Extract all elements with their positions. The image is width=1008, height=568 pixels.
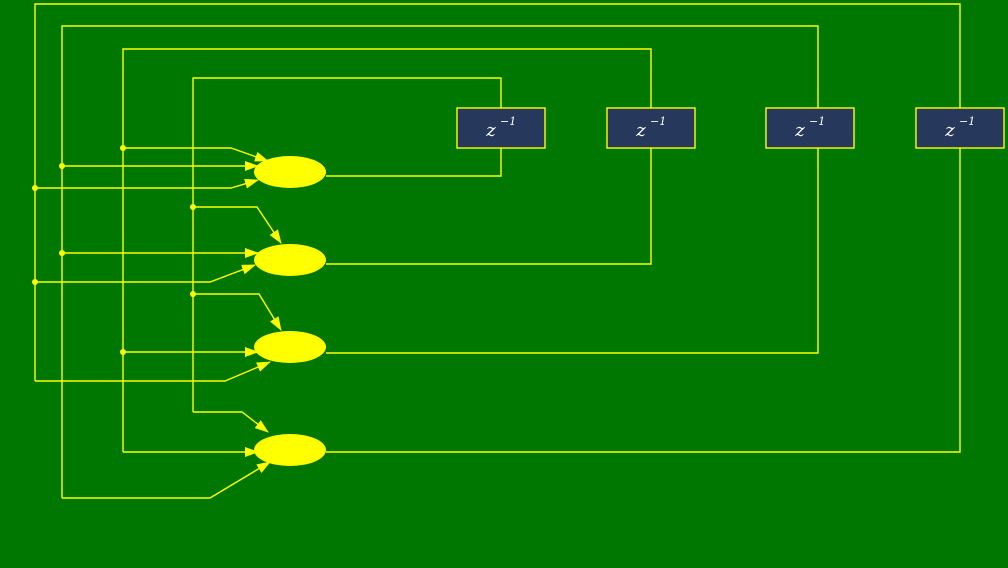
neurons <box>254 156 326 466</box>
junction-dot <box>59 163 65 169</box>
input-n1-from-4 <box>35 178 259 189</box>
feedback-path-neuron-3 <box>61 25 819 498</box>
junction-dot <box>190 291 196 297</box>
delay-label-base: z <box>944 120 955 141</box>
delay-label-base: z <box>485 120 496 141</box>
junction-dot <box>190 204 196 210</box>
neuron-3 <box>254 331 326 363</box>
delay-label-base: z <box>635 120 646 141</box>
junction-dots <box>32 145 196 355</box>
input-wires <box>35 147 282 499</box>
input-n3-from-4 <box>35 361 271 382</box>
delay-label-exponent: −1 <box>500 115 516 128</box>
input-n2-from-1 <box>193 206 282 244</box>
feedback-path-neuron-1 <box>192 77 502 412</box>
junction-dot <box>32 185 38 191</box>
delay-unit-2: z −1 <box>606 107 696 149</box>
delay-unit-3: z −1 <box>765 107 855 149</box>
junction-dot <box>120 145 126 151</box>
delay-label-exponent: −1 <box>809 115 825 128</box>
feedback-path-neuron-4 <box>34 3 961 453</box>
junction-dot <box>32 279 38 285</box>
delay-label-exponent: −1 <box>959 115 975 128</box>
delay-unit-1: z −1 <box>456 107 546 149</box>
junction-dot <box>120 349 126 355</box>
feedback-wires <box>34 3 961 498</box>
input-n4-from-1 <box>193 411 269 433</box>
delay-units: z −1 z −1 z −1 z −1 <box>456 107 1005 149</box>
feedback-path-neuron-2 <box>122 48 652 452</box>
neuron-1 <box>254 156 326 188</box>
input-n3-from-1 <box>193 293 282 331</box>
neuron-2 <box>254 244 326 276</box>
delay-label-exponent: −1 <box>650 115 666 128</box>
delay-label-base: z <box>794 120 805 141</box>
input-n4-from-3 <box>62 461 271 499</box>
input-n1-from-2 <box>123 147 269 162</box>
delay-unit-4: z −1 <box>915 107 1005 149</box>
junction-dot <box>59 250 65 256</box>
neuron-4 <box>254 434 326 466</box>
input-n2-from-4 <box>35 264 256 283</box>
